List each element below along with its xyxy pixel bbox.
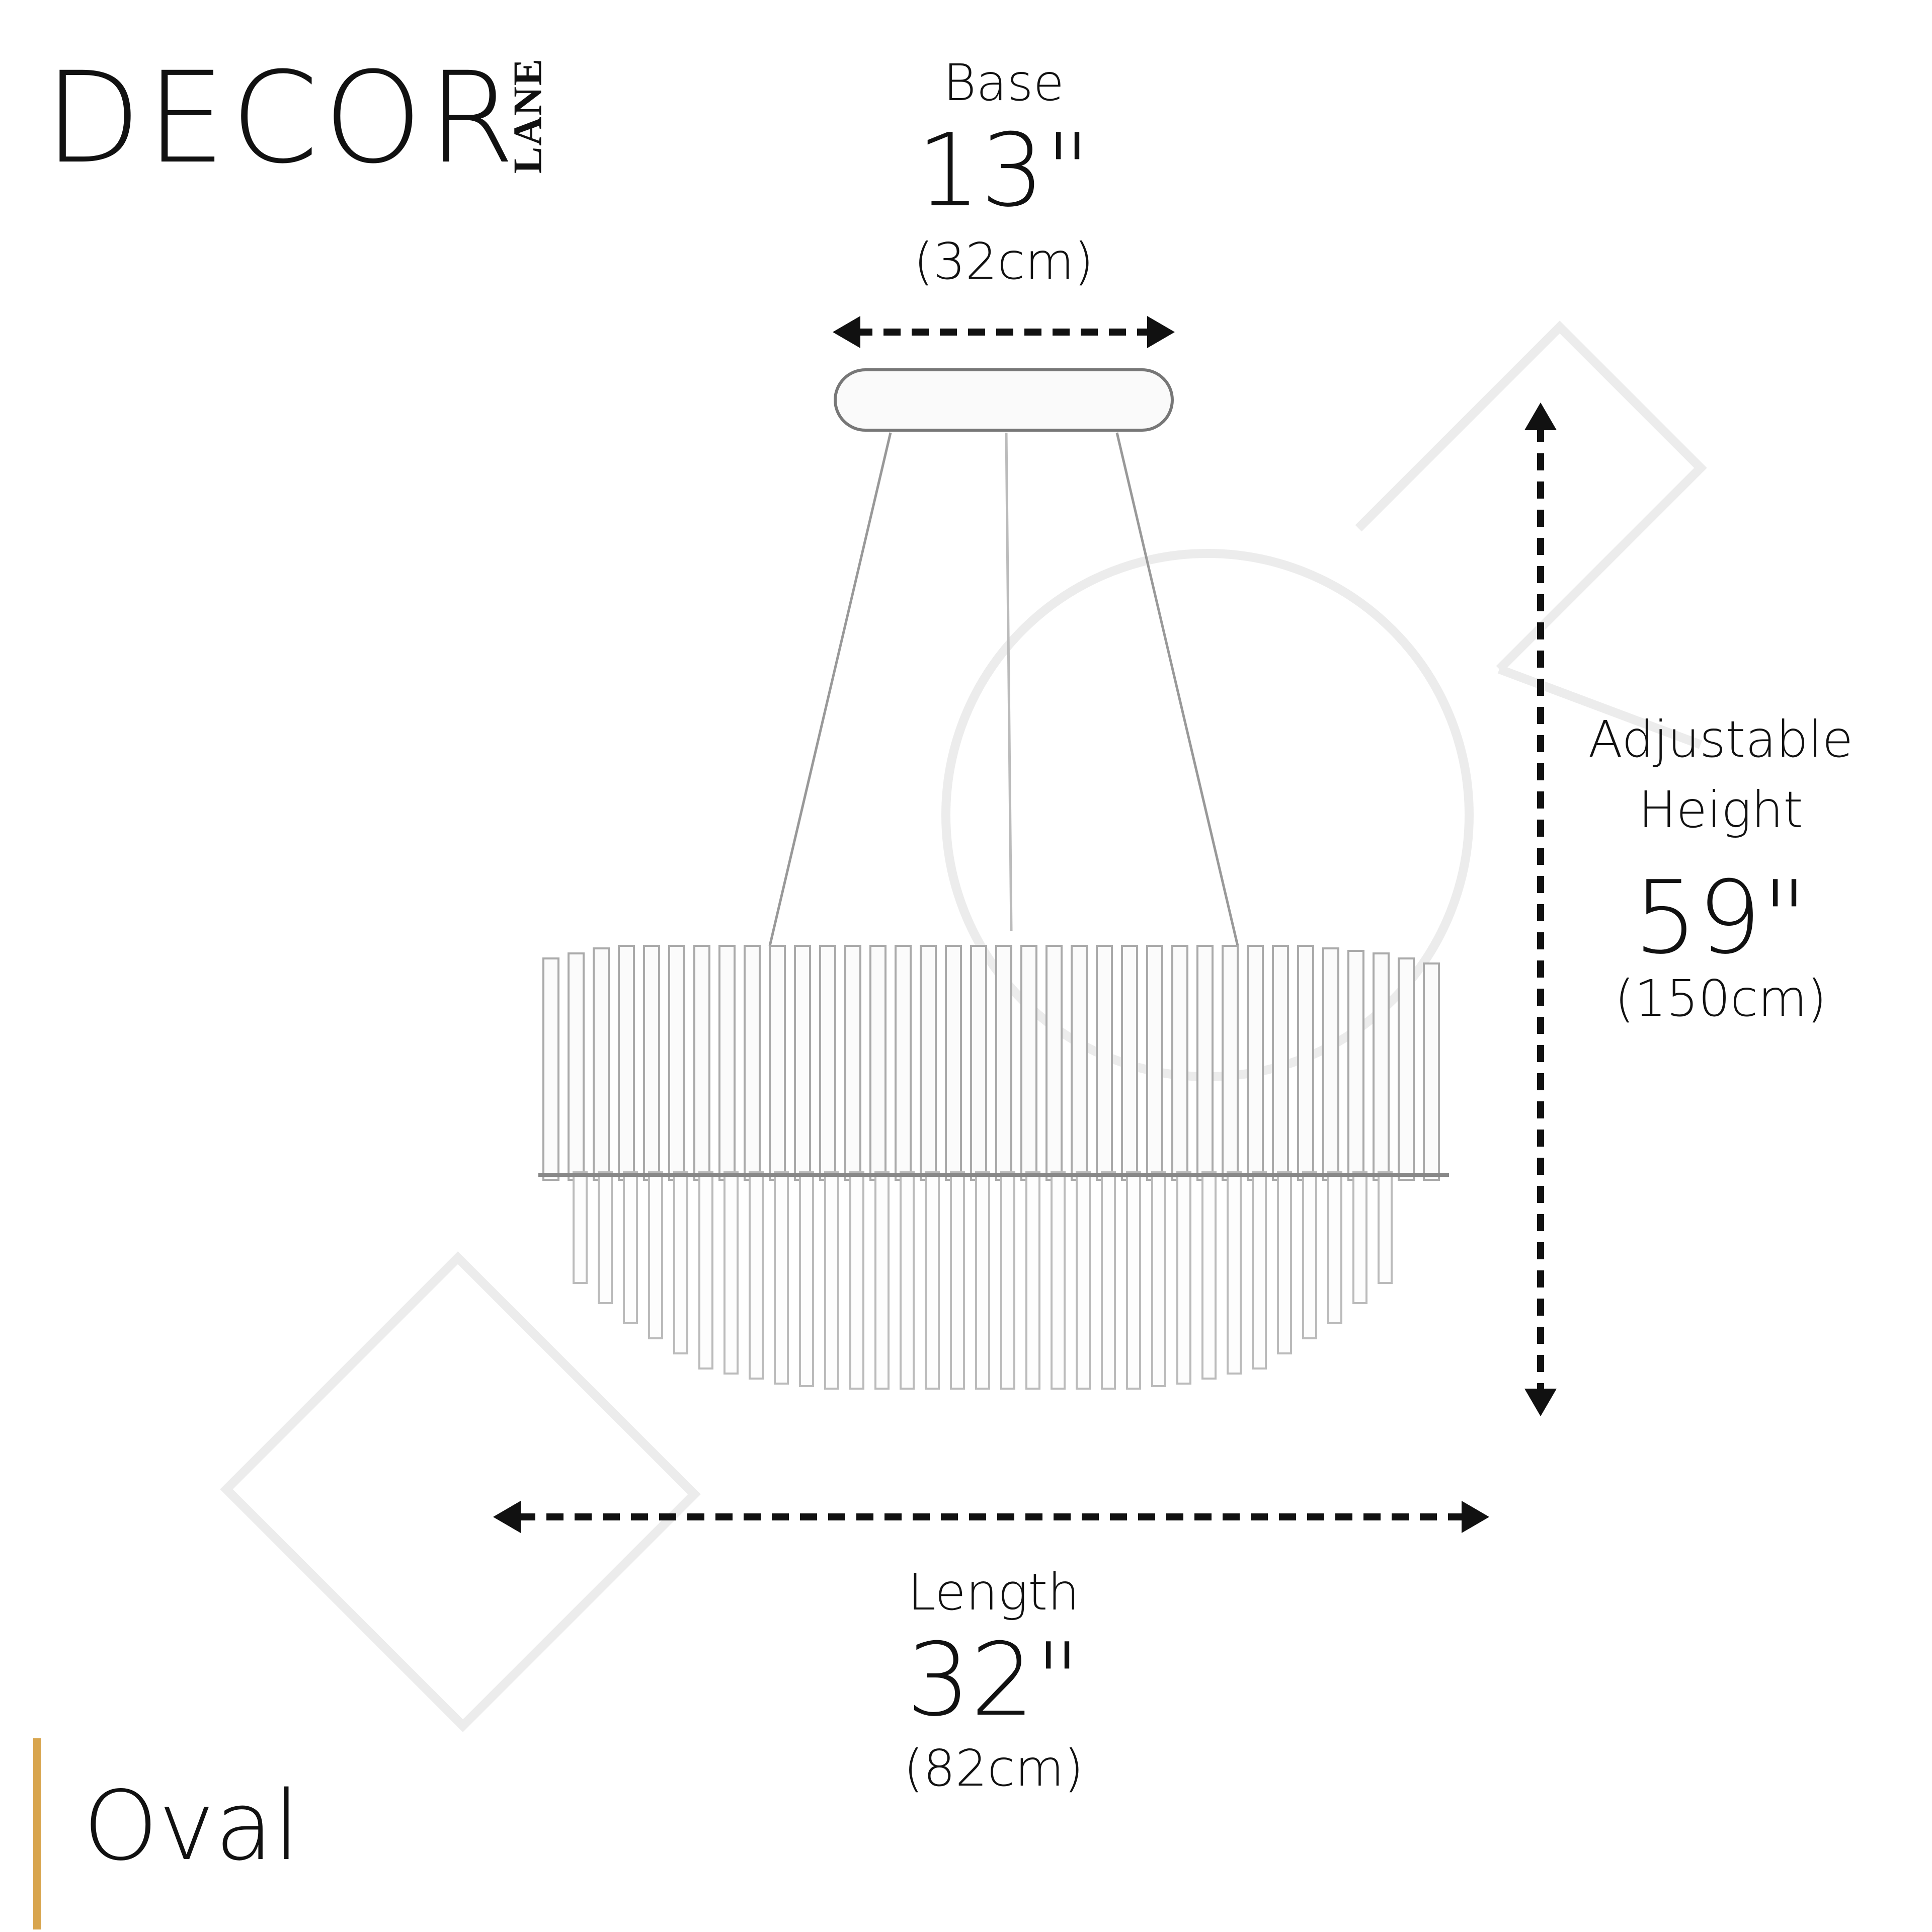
lower-crystal-row (573, 1171, 1393, 1390)
height-arrow (1524, 403, 1557, 1416)
watermark-letter-r (1355, 320, 1707, 749)
brand-logo: DECOR (44, 45, 520, 191)
shape-label: Oval (83, 1770, 300, 1882)
height-label-line2: Height (1638, 780, 1803, 839)
length-arrow (493, 1501, 1489, 1533)
watermark-letter-d (220, 1251, 701, 1732)
height-imperial: 59" (1633, 859, 1808, 977)
suspension-cable (768, 432, 892, 946)
suspension-cable (1115, 432, 1239, 946)
accent-bar (33, 1738, 41, 1929)
power-cord (1005, 432, 1013, 931)
brand-logo-sub: LANE (506, 58, 551, 174)
upper-crystal-row (542, 945, 1440, 1181)
brand-logo-sub-text: LANE (506, 57, 550, 174)
height-label-line1: Adjustable (1588, 710, 1854, 769)
height-metric: (150cm) (1615, 969, 1827, 1028)
base-arrow (833, 316, 1175, 348)
base-label: Base (943, 53, 1065, 112)
length-imperial: 32" (906, 1622, 1081, 1739)
ceiling-canopy (834, 368, 1174, 432)
base-imperial: 13" (916, 112, 1091, 229)
base-metric: (32cm) (914, 232, 1094, 291)
chandelier (538, 368, 1449, 1390)
length-metric: (82cm) (904, 1739, 1084, 1798)
length-label: Length (908, 1563, 1080, 1622)
